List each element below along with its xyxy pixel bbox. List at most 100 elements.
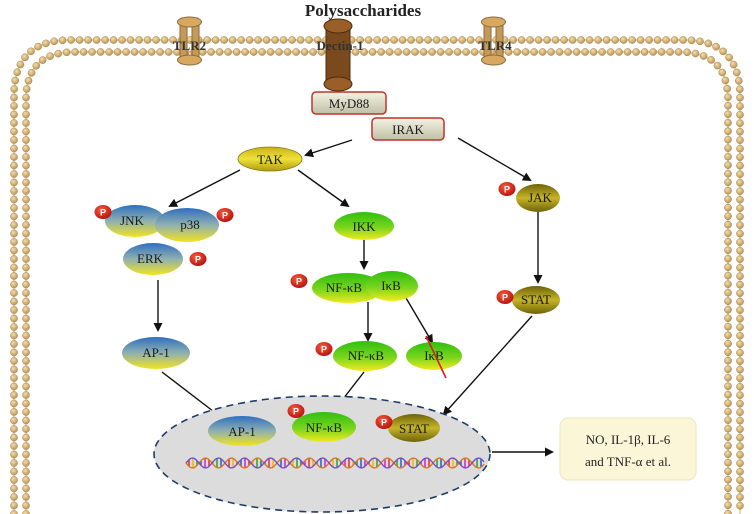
membrane-bead bbox=[653, 36, 662, 44]
membrane-bead bbox=[249, 48, 258, 56]
svg-text:JAK: JAK bbox=[528, 190, 552, 205]
membrane-bead bbox=[564, 48, 572, 56]
membrane-bead bbox=[724, 288, 732, 297]
membrane-bead bbox=[22, 467, 30, 476]
membrane-bead bbox=[22, 136, 30, 144]
membrane-bead bbox=[662, 36, 670, 44]
membrane-bead bbox=[724, 399, 732, 408]
membrane-bead bbox=[364, 36, 373, 44]
membrane-bead bbox=[130, 48, 139, 56]
tlr4-label: TLR4 bbox=[478, 38, 512, 53]
membrane-bead bbox=[10, 365, 18, 374]
svg-text:AP-1: AP-1 bbox=[228, 424, 255, 439]
membrane-bead bbox=[724, 144, 732, 152]
membrane-bead bbox=[736, 221, 744, 229]
nfkb-complex-label: NF-κB bbox=[326, 280, 362, 295]
membrane-bead bbox=[736, 459, 744, 468]
svg-text:P: P bbox=[195, 255, 201, 265]
membrane-bead bbox=[22, 85, 31, 93]
membrane-bead bbox=[724, 441, 732, 450]
membrane-bead bbox=[441, 36, 449, 44]
membrane-bead bbox=[10, 501, 18, 510]
membrane-bead bbox=[220, 36, 228, 44]
membrane-bead bbox=[113, 48, 122, 56]
membrane-bead bbox=[640, 48, 649, 56]
membrane-bead bbox=[632, 48, 640, 56]
membrane-bead bbox=[22, 416, 30, 425]
membrane-bead bbox=[22, 408, 30, 416]
membrane-bead bbox=[724, 416, 732, 425]
membrane-bead bbox=[606, 48, 615, 56]
membrane-bead bbox=[10, 391, 18, 399]
membrane-bead bbox=[724, 220, 732, 229]
membrane-bead bbox=[10, 93, 18, 102]
membrane-bead bbox=[10, 510, 18, 514]
membrane-bead bbox=[10, 408, 18, 416]
membrane-bead bbox=[736, 357, 744, 366]
membrane-bead bbox=[10, 382, 18, 391]
membrane-bead bbox=[10, 204, 18, 212]
membrane-bead bbox=[211, 36, 220, 44]
phospho-erk-icon: P bbox=[189, 252, 207, 266]
membrane-bead bbox=[402, 48, 411, 56]
membrane-bead bbox=[428, 48, 436, 56]
membrane-bead bbox=[568, 36, 577, 44]
membrane-bead bbox=[10, 357, 18, 365]
membrane-bead bbox=[309, 48, 317, 56]
membrane-bead bbox=[10, 442, 18, 450]
svg-text:STAT: STAT bbox=[399, 421, 429, 436]
membrane-bead bbox=[736, 365, 744, 374]
membrane-bead bbox=[22, 501, 30, 510]
membrane-bead bbox=[10, 272, 18, 280]
membrane-bead bbox=[724, 246, 732, 254]
membrane-bead bbox=[729, 60, 738, 69]
membrane-bead bbox=[736, 433, 744, 442]
membrane-bead bbox=[736, 229, 744, 238]
membrane-bead bbox=[10, 153, 18, 161]
membrane-bead bbox=[10, 119, 18, 127]
svg-text:P: P bbox=[222, 211, 228, 221]
membrane-bead bbox=[724, 390, 732, 399]
membrane-bead bbox=[22, 331, 30, 340]
membrane-bead bbox=[10, 374, 18, 382]
membrane-bead bbox=[13, 68, 22, 77]
membrane-bead bbox=[10, 340, 18, 348]
membrane-bead bbox=[424, 36, 432, 44]
membrane-bead bbox=[22, 255, 30, 263]
svg-text:AP-1: AP-1 bbox=[142, 345, 169, 360]
membrane-bead bbox=[373, 36, 381, 44]
membrane-bead bbox=[736, 323, 744, 332]
membrane-bead bbox=[126, 36, 135, 44]
membrane-bead bbox=[581, 48, 589, 56]
svg-text:P: P bbox=[381, 418, 387, 428]
membrane-bead bbox=[736, 501, 744, 510]
membrane-bead bbox=[736, 382, 744, 391]
membrane-bead bbox=[466, 36, 475, 44]
membrane-bead bbox=[521, 48, 530, 56]
membrane-bead bbox=[411, 48, 419, 56]
membrane-bead bbox=[398, 36, 407, 44]
membrane-bead bbox=[305, 36, 313, 44]
membrane-bead bbox=[724, 331, 732, 340]
membrane-bead bbox=[22, 476, 30, 484]
membrane-bead bbox=[736, 391, 744, 400]
membrane-bead bbox=[292, 48, 300, 56]
membrane-bead bbox=[22, 93, 30, 102]
membrane-bead bbox=[724, 229, 732, 237]
membrane-bead bbox=[628, 36, 636, 44]
svg-text:P: P bbox=[100, 208, 106, 218]
membrane-bead bbox=[22, 314, 30, 323]
membrane-bead bbox=[10, 255, 18, 263]
membrane-bead bbox=[699, 52, 708, 60]
membrane-bead bbox=[10, 476, 18, 484]
membrane-bead bbox=[10, 425, 18, 433]
membrane-bead bbox=[10, 289, 18, 297]
membrane-bead bbox=[10, 102, 18, 110]
membrane-bead bbox=[598, 48, 606, 56]
membrane-bead bbox=[10, 399, 18, 408]
membrane-bead bbox=[203, 36, 211, 44]
membrane-bead bbox=[10, 314, 18, 323]
membrane-bead bbox=[390, 36, 398, 44]
membrane-bead bbox=[22, 280, 30, 289]
membrane-bead bbox=[736, 110, 744, 119]
